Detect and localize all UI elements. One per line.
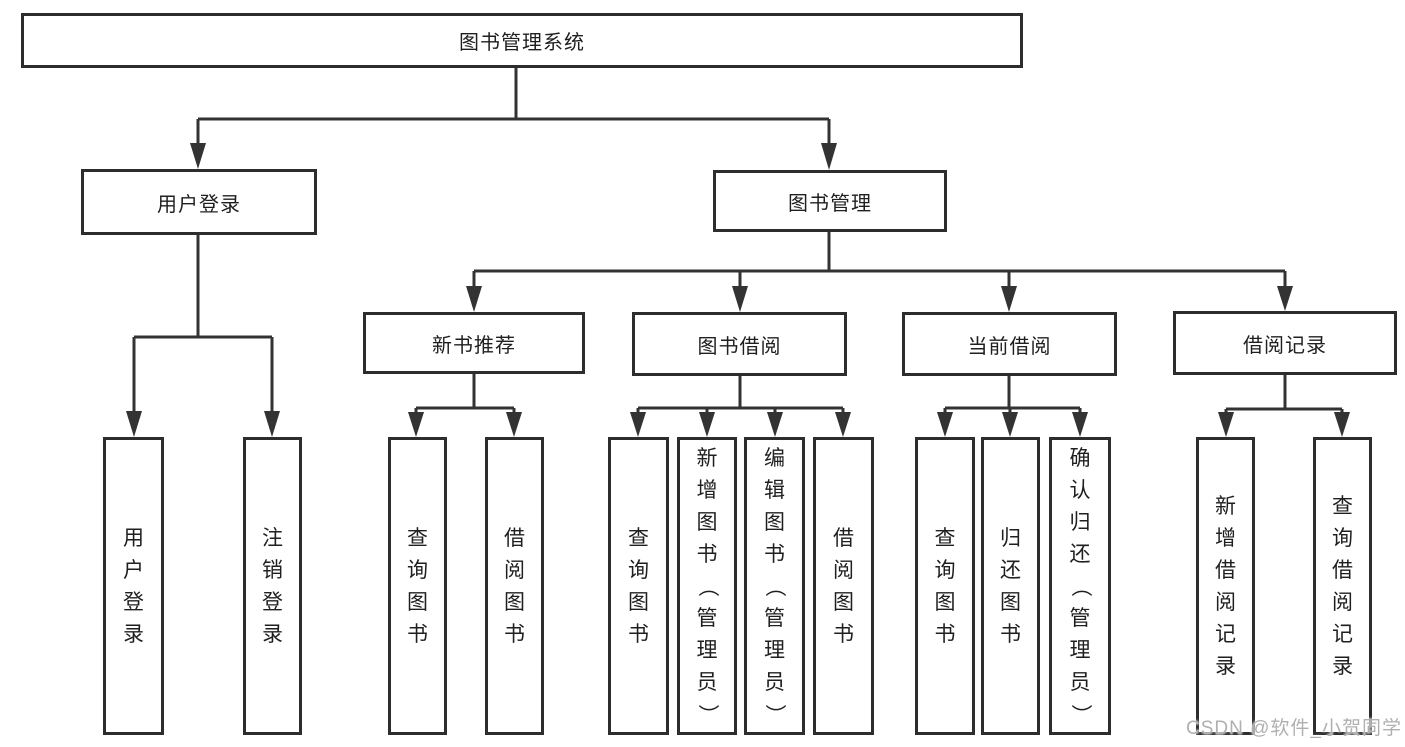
node-book-management: 图书管理	[713, 170, 947, 232]
vertical-char: 查	[407, 526, 428, 550]
leaf-edit-books-admin: 编辑图书 （ 管理员 ）	[744, 437, 805, 735]
leaf-borrow-books: 借阅图书	[813, 437, 874, 735]
vertical-char: 书	[696, 542, 718, 566]
vertical-char: 管	[1069, 606, 1091, 630]
vertical-char: 注	[262, 526, 283, 550]
vertical-char: 书	[628, 622, 649, 646]
vertical-char: 图	[1000, 590, 1021, 614]
node-borrowing-records: 借阅记录	[1173, 311, 1397, 375]
vertical-char: 借	[833, 526, 854, 550]
leaf-confirm-return-admin: 确认归还 （ 管理员 ）	[1049, 437, 1111, 735]
vertical-char: 编	[764, 446, 785, 470]
node-user-login: 用户登录	[81, 169, 317, 235]
vertical-char: 理	[764, 638, 785, 662]
vertical-char: 查	[628, 526, 649, 550]
vertical-char: 还	[1000, 558, 1021, 582]
vertical-char: ）	[763, 703, 786, 725]
leaf-return-books: 归还图书	[981, 437, 1040, 735]
vertical-char: 阅	[833, 558, 854, 582]
vertical-char: 图	[764, 510, 785, 534]
vertical-char: 询	[407, 558, 428, 582]
vertical-char: 登	[262, 590, 283, 614]
vertical-char: （	[763, 575, 786, 597]
vertical-char: 增	[1215, 526, 1236, 550]
vertical-char: 书	[764, 542, 785, 566]
vertical-char: 户	[123, 558, 144, 582]
leaf-query-books-current: 查询图书	[915, 437, 975, 735]
vertical-char: 增	[696, 478, 718, 502]
vertical-char: 理	[1069, 638, 1091, 662]
vertical-char: 书	[833, 622, 854, 646]
vertical-char: 录	[1215, 654, 1236, 678]
vertical-char: 记	[1215, 622, 1236, 646]
vertical-char: 图	[407, 590, 428, 614]
vertical-char: 认	[1069, 478, 1091, 502]
vertical-char: 录	[1332, 654, 1353, 678]
vertical-char: 归	[1069, 510, 1091, 534]
vertical-char: 新	[696, 446, 718, 470]
leaf-logout: 注销登录	[243, 437, 302, 735]
vertical-char: ）	[695, 703, 719, 725]
vertical-char: 借	[1215, 558, 1236, 582]
vertical-char: 员	[764, 670, 785, 694]
node-book-borrowing: 图书借阅	[632, 312, 847, 376]
vertical-char: （	[695, 575, 719, 597]
vertical-char: 查	[934, 526, 956, 550]
vertical-char: 图	[696, 510, 718, 534]
vertical-char: 新	[1215, 494, 1236, 518]
vertical-char: 图	[504, 590, 525, 614]
vertical-char: 书	[934, 622, 956, 646]
vertical-char: 辑	[764, 478, 785, 502]
vertical-char: 图	[934, 590, 956, 614]
vertical-char: 员	[696, 670, 718, 694]
node-current-borrowing: 当前借阅	[902, 312, 1117, 376]
vertical-char: 管	[764, 606, 785, 630]
vertical-char: 询	[934, 558, 956, 582]
vertical-char: 员	[1069, 670, 1091, 694]
vertical-char: 借	[504, 526, 525, 550]
leaf-user-login: 用户登录	[103, 437, 164, 735]
vertical-char: ）	[1068, 703, 1092, 725]
vertical-char: 用	[123, 526, 144, 550]
vertical-char: 阅	[1215, 590, 1236, 614]
vertical-char: 阅	[1332, 590, 1353, 614]
vertical-char: 查	[1332, 494, 1353, 518]
vertical-char: 阅	[504, 558, 525, 582]
vertical-char: 归	[1000, 526, 1021, 550]
vertical-char: 借	[1332, 558, 1353, 582]
vertical-char: 理	[696, 638, 718, 662]
leaf-query-books-borrow: 查询图书	[608, 437, 669, 735]
csdn-watermark: CSDN @软件_小贺同学	[1186, 718, 1402, 739]
node-system-root: 图书管理系统	[21, 13, 1023, 68]
vertical-char: 销	[262, 558, 283, 582]
vertical-char: 询	[628, 558, 649, 582]
vertical-char: 记	[1332, 622, 1353, 646]
leaf-query-borrow-record: 查询借阅记录	[1313, 437, 1372, 735]
vertical-char: 管	[696, 606, 718, 630]
leaf-query-books-recommend: 查询图书	[388, 437, 447, 735]
leaf-add-books-admin: 新增图书 （ 管理员 ）	[677, 437, 737, 735]
vertical-char: 图	[833, 590, 854, 614]
vertical-char: 确	[1069, 446, 1091, 470]
leaf-borrow-books-recommend: 借阅图书	[485, 437, 544, 735]
vertical-char: 录	[123, 622, 144, 646]
vertical-char: 书	[504, 622, 525, 646]
node-new-book-recommendation: 新书推荐	[363, 312, 585, 374]
vertical-char: 登	[123, 590, 144, 614]
vertical-char: （	[1068, 575, 1092, 597]
vertical-char: 还	[1069, 542, 1091, 566]
vertical-char: 询	[1332, 526, 1353, 550]
vertical-char: 图	[628, 590, 649, 614]
vertical-char: 书	[1000, 622, 1021, 646]
leaf-add-borrow-record: 新增借阅记录	[1196, 437, 1255, 735]
vertical-char: 录	[262, 622, 283, 646]
vertical-char: 书	[407, 622, 428, 646]
